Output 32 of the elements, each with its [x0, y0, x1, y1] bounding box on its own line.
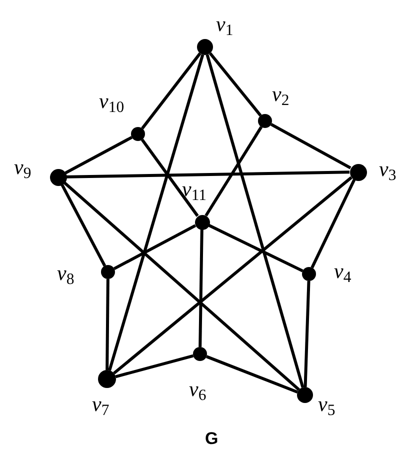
edge-line [60, 184, 106, 266]
edge-line [208, 224, 304, 272]
vertex-label: v$_{9}$ [14, 157, 32, 178]
edge-line [304, 280, 310, 388]
edge-line [64, 136, 133, 174]
edge-line [140, 138, 199, 217]
edge-line [310, 179, 356, 268]
vertex-label: v$_{10}$ [99, 91, 124, 112]
vertex-label: v$_{1}$ [216, 14, 234, 35]
vertex-label: v$_{11}$ [182, 179, 206, 200]
edge-line [106, 278, 110, 370]
vertex-label: v$_{6}$ [189, 379, 206, 400]
vertex-label: v$_{7}$ [92, 394, 110, 415]
edge-line [112, 176, 352, 374]
edge-line [108, 54, 204, 371]
edge-line [141, 52, 202, 130]
edge-line [198, 229, 204, 348]
edge-line [115, 354, 194, 378]
edge-line [66, 170, 350, 178]
edge-line [204, 126, 263, 216]
edge-line [113, 224, 196, 270]
vertex-label: v$_{4}$ [334, 261, 352, 282]
edge-line [63, 182, 300, 391]
vertex-label: v$_{8}$ [57, 263, 74, 284]
edge-line [270, 123, 352, 170]
vertex-label: v$_{5}$ [318, 394, 336, 415]
vertex-label: v$_{3}$ [379, 159, 396, 180]
edge-line [206, 355, 298, 394]
vertex-label: v$_{2}$ [272, 84, 290, 105]
caption: G [205, 428, 218, 450]
edge-line [208, 52, 262, 116]
edge-line [206, 54, 304, 388]
